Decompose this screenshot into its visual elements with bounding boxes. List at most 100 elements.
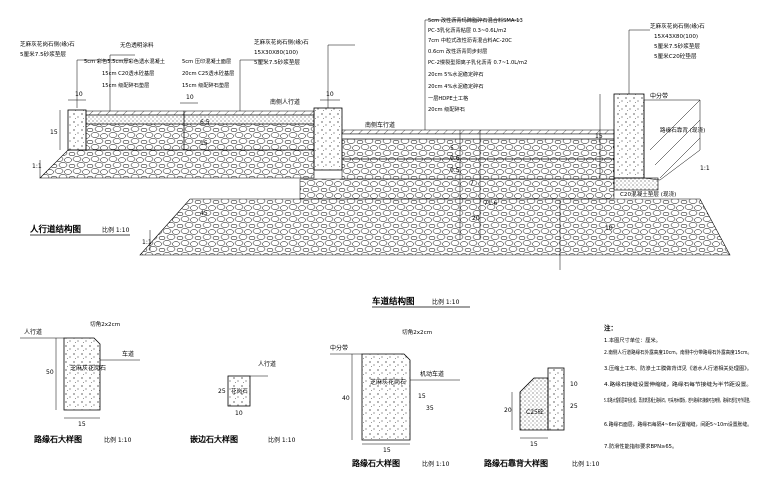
scale-curb-detail: 比例 1:10 [104,436,132,444]
dim-15a: 15 [50,129,58,136]
road-layer-2: 7cm 中粒式改性沥青混合料AC-20C [428,36,512,44]
dim-v3: 0.5 [450,167,460,174]
dim-v4: 7 [470,180,474,187]
note-6: 6.路缘石面层，路缘石每隔4~6m设置缩缝，间距5~10m设置胀缝。 [604,420,752,428]
note-3: 3.压缩土工布、防渗土工膜做背详见《道水人行道相关处理图》。 [604,364,752,372]
road-surface-layer [341,129,615,135]
note-4: 4.路缘石接缝设置伸缩缝，路缘石每节接缝为半节距设置。 [604,380,752,388]
road-layer-4: PC-2慢裂型阳离子乳化沥青 0.7~1.0L/m2 [428,58,527,66]
right-plant-label: 路缘石靠背 (现浇) [660,126,705,134]
road-base-layer-2 [341,158,615,180]
dim-v6: 20 [472,215,480,222]
road-layer-0: 5cm 改性沥青玛蹄脂碎石混合料SMA-13 [428,16,523,24]
detail-d-dim-10: 10 [570,381,578,388]
detail-d-dim-25: 25 [570,403,578,410]
note-2: 2.南侧人行道路缘石外露高度10cm，南侧中分带路缘石外露高度15cm。 [604,348,752,356]
scale-road: 比例 1:10 [432,298,460,306]
right-curb-note1: 芝麻灰花岗石侧(缘)石 [650,22,705,30]
dim-v5: 71.6 [484,200,498,207]
road-foundation [139,198,731,256]
sidewalk-layer2: 15cm C20透水砼基层 [102,69,154,77]
detail-a-road-label: 车道 [122,350,134,358]
dim-10a: 10 [75,91,83,98]
road-layer-1: PC-3乳化沥青粘层 0.3~0.6L/m2 [428,26,507,34]
detail-edge-b: 人行道 花岗石 25 10 嵌边石大样图 比例 1:10 [190,360,296,444]
detail-c-chamfer: 切角2x2cm [402,328,432,336]
right-base-label: C20混凝土垫层 (现浇) [620,190,676,198]
right-curb-note2: 15X43X80(100) [654,34,698,40]
detail-c-motor-label: 机动车道 [420,370,444,378]
sidewalk-surface-layer [85,110,185,116]
title-curb-detail: 路缘石大样图 [34,434,82,444]
title-edge-detail: 嵌边石大样图 [190,434,238,444]
right-curb-note3: 5厘米7.5砂浆垫层 [654,42,700,50]
road-layer-6: 20cm 4%水泥稳定碎石 [428,82,484,90]
sidewalk-layer-b2: 20cm C25透水砼基层 [182,69,234,77]
dim-10-right: 10 [605,225,613,232]
dim-10b: 10 [186,94,194,101]
road-layer-7: 一层HDPE土工格 [428,94,469,102]
detail-c-dim-40: 40 [342,395,350,402]
dim-v1: 5 [450,145,454,152]
title-sidewalk-structure: 人行道结构图 [30,224,81,235]
sidewalk-foundation [39,149,315,179]
right-curb-note4: 5厘米C20砼垫层 [654,52,697,60]
road-binder-layer [341,133,615,140]
dim-slope-a: 1:1 [32,163,42,170]
detail-curb-c: 中分带 机动车道 切角2x2cm 芝麻灰花岗石 40 15 35 15 路缘石大… [330,328,460,468]
detail-d-back [519,377,549,431]
label-south-sidewalk: 南侧人行道 [270,98,300,106]
note-5: 5.本路大理机层凿毛处理，再浇筑混凝土路缘石，可采用木模板，若与路缘石接触可在两… [604,396,752,404]
dim-slope-b: 1:1 [142,239,152,246]
right-curb-base [613,177,659,191]
detail-a-sidewalk-label: 人行道 [24,328,42,336]
detail-c-dim-15a: 15 [418,393,426,400]
detail-b-sidewalk-label: 人行道 [258,360,276,368]
scale-sidewalk: 比例 1:10 [102,226,130,234]
left-curb-stone [67,109,87,151]
detail-b-dim-10: 10 [235,410,243,417]
title-curb-detail-2: 路缘石大样图 [352,458,400,468]
mid-curb-note1: 芝麻灰花岗石侧(缘)石 [254,38,309,46]
note-0: 注： [604,323,617,332]
note-1: 1.本图尺寸单位：厘米。 [604,336,661,344]
detail-c-stone [361,353,411,441]
detail-d-dim-15: 15 [530,441,538,448]
dim-v9: 45 [200,210,208,217]
dim-v2: 0.6 [450,155,460,162]
detail-c-dim-15b: 15 [383,447,391,454]
detail-curb-a: 人行道 车道 切角2x2cm 芝麻灰花岗石 50 15 路缘石大样图 比例 1:… [20,320,140,444]
dim-v12: 15 [200,140,208,147]
detail-a-stone-name: 芝麻灰花岗石 [70,364,106,372]
detail-b-dim-25: 25 [218,388,226,395]
sidewalk-subbase-layer [85,123,185,151]
label-south-carriageway: 南侧车行道 [365,121,395,129]
sidewalk-layer-b3: 15cm 级配碎石垫层 [182,81,229,89]
detail-d-stone [547,367,565,431]
median-soil [643,99,701,181]
road-base-layer-1 [341,138,615,160]
road-layer-list: 5cm 改性沥青玛蹄脂碎石混合料SMA-13 PC-3乳化沥青粘层 0.3~0.… [428,16,527,113]
detail-c-stone-name: 芝麻灰花岗石 [370,378,406,386]
sidewalk-base-layer [85,114,185,125]
sidewalk-surface-layer-b [183,110,315,116]
title-road-structure: 车道结构图 [372,296,415,307]
sidewalk-layer3: 15cm 级配碎石垫层 [102,81,149,89]
detail-a-chamfer: 切角2x2cm [90,320,120,328]
detail-c-dim-35: 35 [426,405,434,412]
mid-curb-note2: 15X30X80(100) [254,50,298,56]
detail-a-dim-15: 15 [78,421,86,428]
scale-curb-detail-2: 比例 1:10 [422,460,450,468]
road-subbase [299,178,615,200]
sidewalk-layer1: 5cm 彩色5.5cm厚彩色透水混凝土 [84,57,165,65]
right-curb-stone [613,93,645,179]
dim-v10: 6.5 [200,119,210,126]
detail-d-c25: C25砼 [526,408,544,416]
detail-a-stone [63,337,101,411]
road-layer-3: 0.6cm 改性沥青同步封层 [428,47,487,55]
notes-block: 注： 1.本图尺寸单位：厘米。 2.南侧人行道路缘石外露高度10cm，南侧中分带… [604,323,752,450]
note-7: 7.防滑性能指标要求BPN≥65。 [604,442,677,450]
detail-b-stone-name: 花岗石 [231,387,248,395]
detail-b-stone [227,375,251,407]
